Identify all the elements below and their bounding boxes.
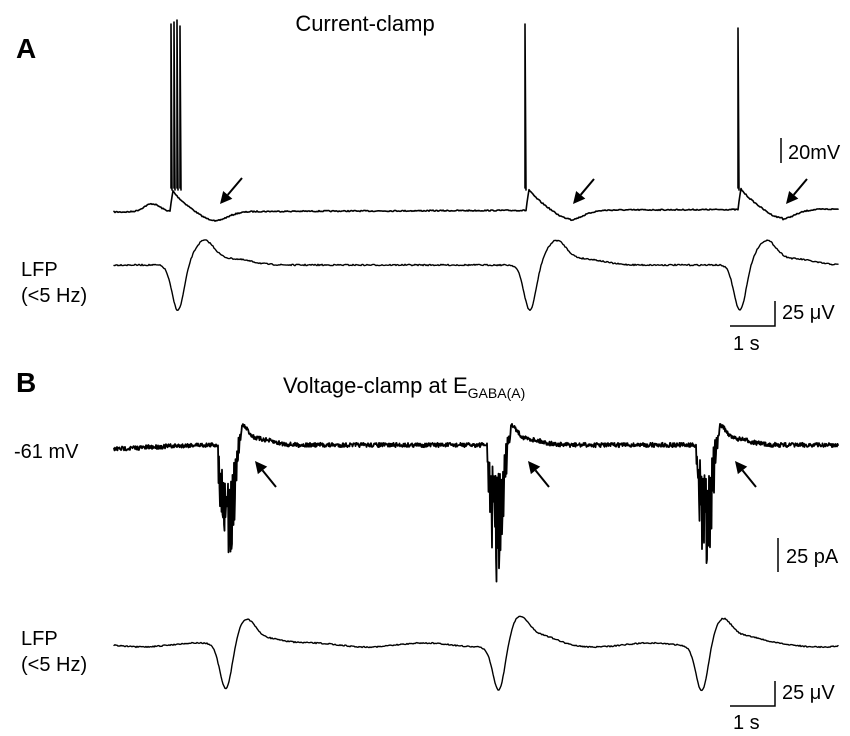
- arrow-head: [528, 461, 541, 475]
- scale-a-time-label: 1 s: [733, 333, 760, 355]
- scale-bar-b-current: 25 pA: [777, 538, 839, 572]
- scale-b-current-label: 25 pA: [786, 546, 839, 568]
- scale-a-lfp-label: 25 μV: [782, 302, 835, 324]
- lfp-label-b-line2: (<5 Hz): [21, 654, 87, 676]
- arrow-shaft: [579, 178, 595, 196]
- lfp-label-b-line1: LFP: [21, 628, 58, 650]
- holding-potential-label: -61 mV: [14, 441, 79, 463]
- scale-b-lfp-label: 25 μV: [782, 682, 835, 704]
- arrow-head: [220, 190, 233, 204]
- arrow-shaft: [226, 177, 243, 196]
- arrow-b1: [255, 461, 277, 488]
- arrow-shaft: [741, 469, 757, 488]
- arrow-a1: [220, 177, 243, 204]
- lfp-label-a-line1: LFP: [21, 259, 58, 281]
- lfp-trace-a: [113, 239, 839, 311]
- lfp-trace-b: [113, 615, 839, 692]
- scale-b-time-label: 1 s: [733, 712, 760, 734]
- panel-a-title: Current-clamp: [295, 11, 434, 36]
- panel-b-title: Voltage-clamp at EGABA(A): [283, 373, 525, 401]
- arrow-head: [573, 190, 586, 204]
- voltage-clamp-trace: [113, 423, 839, 583]
- scale-bar-a-lfp: 25 μV 1 s: [730, 301, 835, 355]
- arrow-shaft: [534, 469, 550, 488]
- arrow-head: [786, 190, 799, 204]
- panel-b-letter: B: [16, 367, 36, 398]
- arrow-head: [735, 461, 748, 475]
- arrow-b2: [528, 461, 550, 488]
- arrow-b3: [735, 461, 757, 488]
- arrow-shaft: [261, 469, 277, 488]
- current-clamp-trace: [113, 19, 839, 222]
- arrow-shaft: [792, 178, 808, 196]
- scale-a-voltage-label: 20mV: [788, 142, 841, 164]
- arrow-a2: [573, 178, 595, 204]
- panel-a-letter: A: [16, 33, 36, 64]
- panel-b-title-main: Voltage-clamp at E: [283, 373, 468, 398]
- arrow-a3: [786, 178, 808, 204]
- scale-bar-a-voltage: 20mV: [780, 138, 841, 164]
- scale-bar-b-lfp: 25 μV 1 s: [730, 681, 835, 734]
- arrow-head: [255, 461, 268, 475]
- panel-b-title-sub: GABA(A): [468, 385, 526, 401]
- lfp-label-a-line2: (<5 Hz): [21, 285, 87, 307]
